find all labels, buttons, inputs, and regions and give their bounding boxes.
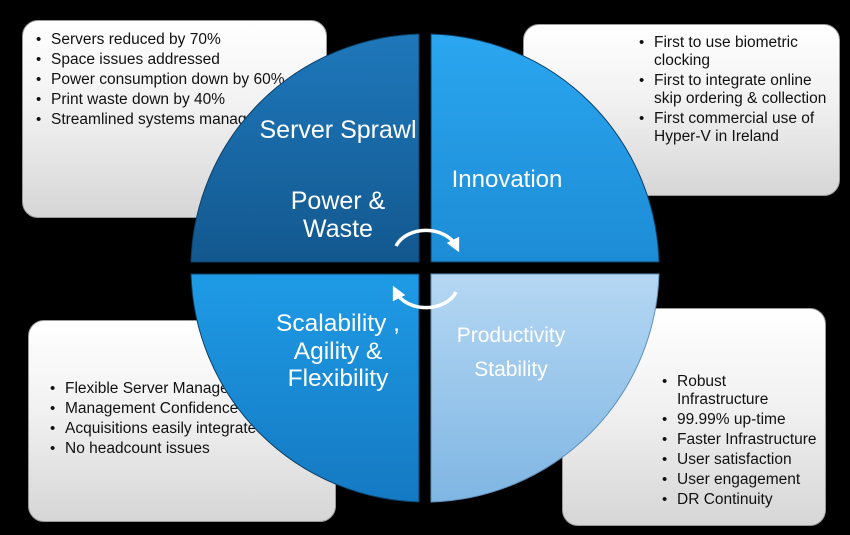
list-item: User engagement xyxy=(662,471,819,489)
list-item: Streamlined systems management xyxy=(36,111,318,129)
list-item: User satisfaction xyxy=(662,451,819,469)
list-item: Servers reduced by 70% xyxy=(36,31,318,49)
quadrant-productivity xyxy=(430,273,660,503)
list-item: No headcount issues xyxy=(50,440,329,458)
quadrant-server-sprawl xyxy=(190,33,420,263)
quadrant-label-power-waste: Power & Waste xyxy=(290,187,386,243)
quadrant-label-productivity: Productivity xyxy=(456,324,566,347)
quadrant-scalability xyxy=(190,273,420,503)
benefits-list-productivity: Robust Infrastructure 99.99% up-time Fas… xyxy=(662,373,819,509)
quadrant-label-scalability: Scalability , Agility & Flexibility xyxy=(276,310,400,393)
list-item: Power consumption down by 60% xyxy=(36,71,318,89)
list-item: 99.99% up-time xyxy=(662,411,819,429)
list-item: DR Continuity xyxy=(662,491,819,509)
circular-arrows-icon xyxy=(392,228,460,310)
benefits-list-server-sprawl: Servers reduced by 70% Space issues addr… xyxy=(36,31,318,129)
list-item: Print waste down by 40% xyxy=(36,91,318,109)
list-item: Robust Infrastructure xyxy=(662,373,819,409)
list-item: First to use biometric clocking xyxy=(639,34,831,70)
list-item: Acquisitions easily integrated xyxy=(50,420,329,438)
benefits-list-innovation: First to use biometric clocking First to… xyxy=(639,34,831,146)
quadrant-label-innovation: Innovation xyxy=(451,166,563,193)
list-item: First to integrate online skip ordering … xyxy=(639,72,831,108)
quadrant-innovation xyxy=(430,33,660,263)
quadrant-label-stability: Stability xyxy=(474,358,548,381)
list-item: Faster Infrastructure xyxy=(662,431,819,449)
list-item: Management Confidence xyxy=(50,400,329,418)
list-item: Flexible Server Management xyxy=(50,380,329,398)
quadrant-label-server-sprawl: Server Sprawl xyxy=(259,116,417,144)
list-item: Space issues addressed xyxy=(36,51,318,69)
benefits-list-scalability: Flexible Server Management Management Co… xyxy=(50,380,329,458)
list-item: First commercial use of Hyper-V in Irela… xyxy=(639,110,831,146)
